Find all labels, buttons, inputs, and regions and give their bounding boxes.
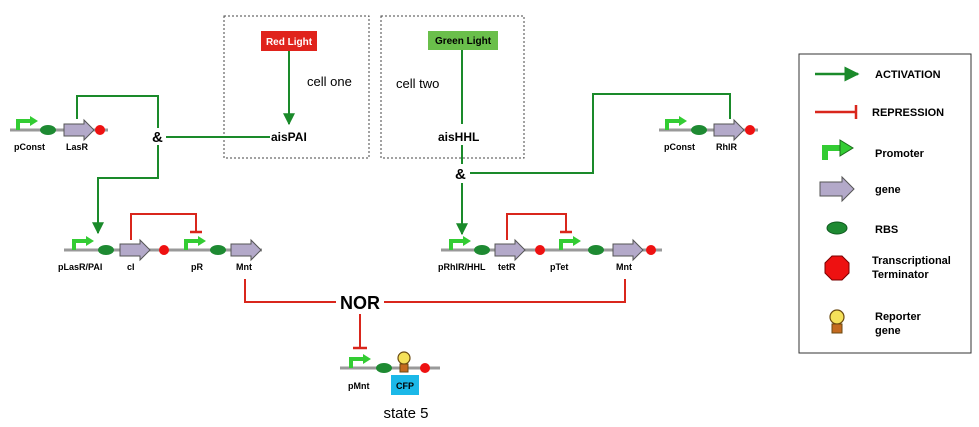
terminator-icon [535, 245, 545, 255]
legend-rbs-icon [826, 221, 848, 235]
legend-reporter-label-1: Reporter [875, 311, 922, 323]
promoter-icon [184, 239, 198, 250]
pr-label: pR [191, 262, 203, 272]
rhlr-to-and-line [470, 93, 731, 174]
green-light-box [428, 31, 498, 50]
rbs-icon [376, 363, 392, 373]
rbs-icon [691, 125, 707, 135]
gene-icon [119, 238, 151, 262]
cfp-label: CFP [396, 381, 414, 391]
rhlr-label: RhlR [716, 142, 737, 152]
legend-box [798, 53, 972, 354]
promoter-arrowhead [463, 236, 471, 246]
and-right: & [455, 166, 466, 183]
mnt-right-to-nor-line [384, 279, 626, 303]
rbs-icon [40, 125, 56, 135]
ci-label: cI [127, 262, 135, 272]
cell-one-box [223, 15, 370, 159]
nor-label: NOR [340, 293, 380, 313]
green-light-label: Green Light [435, 36, 492, 47]
promoter-icon [559, 239, 573, 250]
left-nor-construct [64, 236, 262, 262]
lasr-to-and-line [76, 95, 159, 128]
terminator-icon [646, 245, 656, 255]
rhlr-construct [659, 116, 758, 142]
legend-gene-icon [819, 175, 855, 203]
state-label: state 5 [383, 405, 428, 422]
tetr-repression-ptet [506, 213, 567, 240]
cell-two-box [380, 15, 525, 159]
promoter-arrowhead [679, 116, 687, 126]
mnt-right-label: Mnt [616, 262, 632, 272]
ci-repression-pr [130, 213, 197, 240]
red-light-box [261, 31, 317, 51]
reporter-bulb-icon [397, 351, 411, 365]
lasr-label: LasR [66, 142, 89, 152]
reporter-base-icon [399, 363, 409, 373]
ptet-label: pTet [550, 262, 568, 272]
legend-promoter-label: Promoter [875, 148, 925, 160]
ais-hhl-signal: aisHHL [438, 130, 479, 144]
promoter-icon [349, 357, 363, 368]
legend-reporter-icon [829, 309, 845, 334]
promoter-arrowhead [573, 236, 581, 246]
gene-icon [63, 118, 95, 142]
right-nor-construct [441, 236, 662, 262]
legend-repression-label: REPRESSION [872, 107, 944, 119]
promoter-icon [665, 119, 679, 130]
gene-icon [713, 118, 745, 142]
legend-activation-label: ACTIVATION [875, 69, 941, 81]
gene-icon [230, 238, 262, 262]
red-light-label: Red Light [266, 37, 313, 48]
and-left: & [152, 129, 163, 146]
legend-reporter-label-2: gene [875, 325, 901, 337]
mnt-left-to-nor-line [244, 279, 336, 303]
promoter-arrowhead [86, 236, 94, 246]
pconst-right-label: pConst [664, 142, 695, 152]
rbs-icon [474, 245, 490, 255]
gene-icon [612, 238, 644, 262]
mnt-left-label: Mnt [236, 262, 252, 272]
pconst-left-label: pConst [14, 142, 45, 152]
promoter-arrowhead [363, 354, 371, 364]
rbs-icon [588, 245, 604, 255]
terminator-icon [420, 363, 430, 373]
cfp-box [391, 375, 419, 395]
and-left-to-plasr-arrow [92, 145, 159, 235]
promoter-arrowhead [30, 116, 38, 126]
reporter-construct [340, 351, 440, 373]
gene-icon [494, 238, 526, 262]
ais-pai-signal: aisPAI [271, 130, 307, 144]
cell-one-label: cell one [307, 74, 352, 89]
pmnt-label: pMnt [348, 381, 370, 391]
promoter-icon [72, 239, 86, 250]
terminator-icon [95, 125, 105, 135]
legend-terminator-icon [824, 255, 850, 281]
lasr-construct [10, 116, 108, 142]
promoter-icon [449, 239, 463, 250]
terminator-icon [159, 245, 169, 255]
legend-promoter-icon [822, 139, 854, 160]
cell-two-label: cell two [396, 76, 439, 91]
prhlr-hhl-label: pRhlR/HHL [438, 262, 486, 272]
terminator-icon [745, 125, 755, 135]
plasr-pai-label: pLasR/PAI [58, 262, 102, 272]
legend-terminator-label-2: Terminator [872, 269, 929, 281]
rbs-icon [210, 245, 226, 255]
promoter-icon [16, 119, 30, 130]
promoter-arrowhead [198, 236, 206, 246]
legend-terminator-label-1: Transcriptional [872, 255, 951, 267]
legend-gene-label: gene [875, 184, 901, 196]
tetr-label: tetR [498, 262, 516, 272]
rbs-icon [98, 245, 114, 255]
legend-rbs-label: RBS [875, 224, 898, 236]
